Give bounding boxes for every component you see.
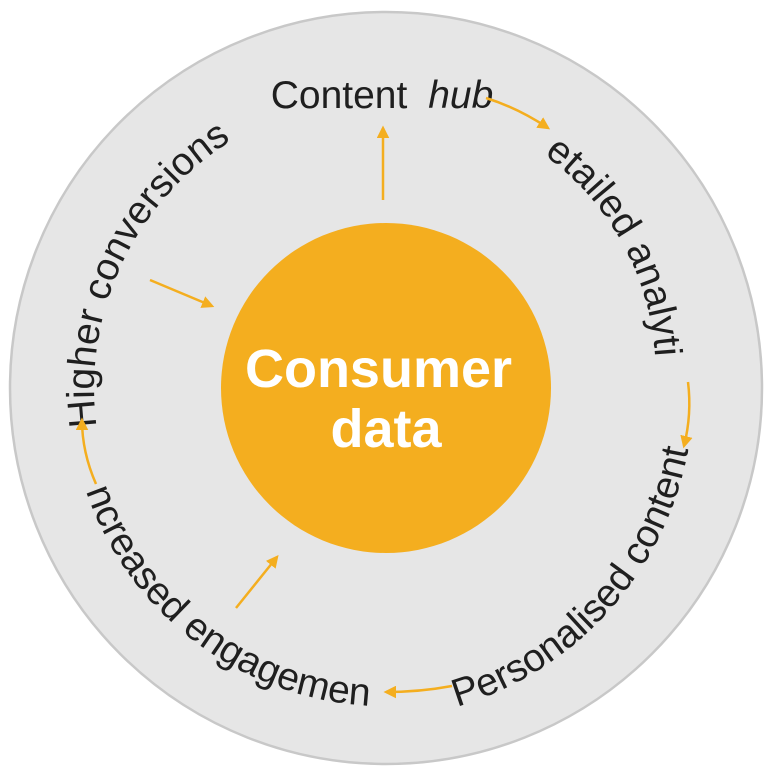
center-label: Consumer data	[245, 339, 527, 459]
center-label-line2: data	[330, 399, 442, 459]
arrow-higher-conversions-to-center	[149, 278, 215, 308]
content-hub-word1: Content	[271, 74, 408, 117]
content-hub-word2: hub	[428, 74, 493, 117]
center-circle	[221, 223, 551, 553]
arrow-detailed-analytics-to-personalised-content	[680, 381, 693, 449]
center-label-line1: Consumer	[245, 339, 512, 399]
arrow-increased-engagement-to-center	[235, 555, 279, 609]
arrow-content-hub-to-detailed-analytics	[485, 96, 551, 130]
arrow-personalised-content-to-increased-engagement	[383, 684, 453, 699]
content-hub-label: Content hub	[271, 74, 494, 117]
arrow-increased-engagement-to-higher-conversions	[75, 417, 98, 485]
